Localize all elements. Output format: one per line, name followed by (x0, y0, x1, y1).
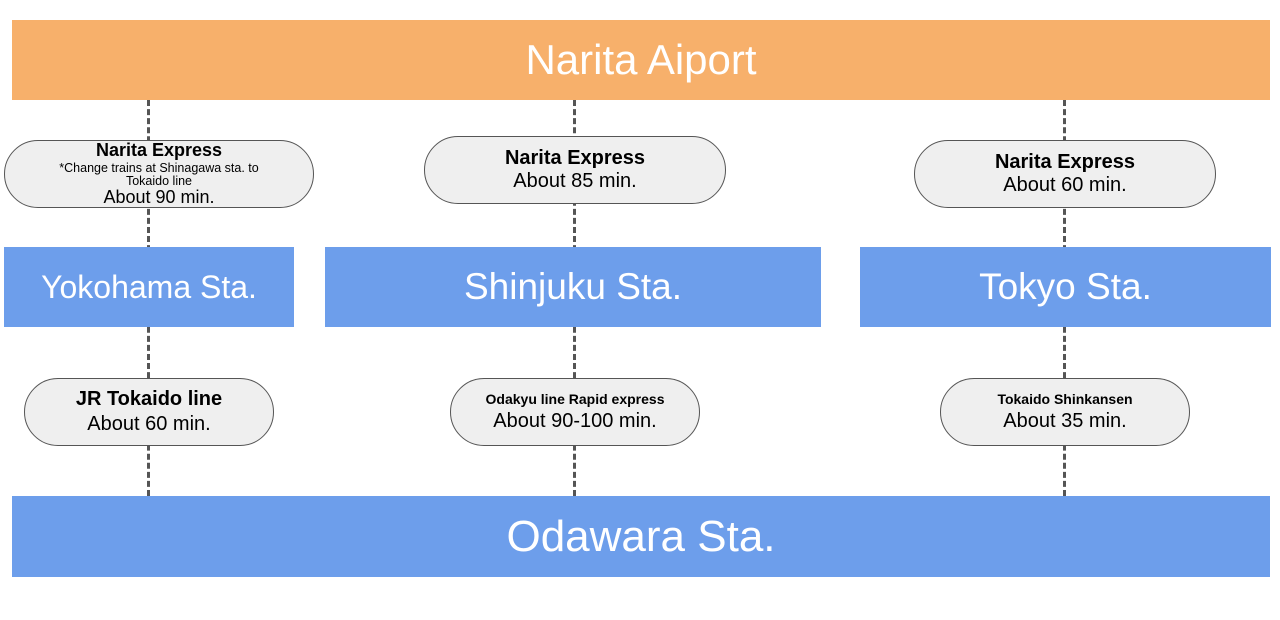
station-tokyo: Tokyo Sta. (860, 247, 1271, 327)
route-name: Narita Express (95, 139, 223, 160)
route-name: Narita Express (504, 147, 646, 169)
station-yokohama-label: Yokohama Sta. (41, 268, 257, 305)
route-time: About 90 min. (103, 187, 215, 208)
route-time: About 85 min. (513, 170, 637, 192)
route-note: *Change trains at Shinagawa sta. to Toka… (59, 160, 259, 188)
route-airport-shinjuku: Narita Express About 85 min. (424, 136, 726, 204)
station-tokyo-label: Tokyo Sta. (979, 266, 1152, 307)
airport-label: Narita Aiport (525, 36, 757, 83)
route-time: About 35 min. (1003, 409, 1127, 432)
destination-label: Odawara Sta. (506, 511, 776, 561)
destination-bar: Odawara Sta. (12, 496, 1270, 577)
route-tokyo-odawara: Tokaido Shinkansen About 35 min. (940, 378, 1190, 446)
route-name: Narita Express (994, 151, 1136, 173)
route-time: About 90-100 min. (493, 409, 657, 432)
station-yokohama: Yokohama Sta. (4, 247, 294, 327)
route-yokohama-odawara: JR Tokaido line About 60 min. (24, 378, 274, 446)
route-shinjuku-odawara: Odakyu line Rapid express About 90-100 m… (450, 378, 700, 446)
route-name: Tokaido Shinkansen (997, 391, 1133, 408)
airport-bar: Narita Aiport (12, 20, 1270, 100)
route-airport-tokyo: Narita Express About 60 min. (914, 140, 1216, 208)
route-name: JR Tokaido line (75, 388, 223, 410)
route-airport-yokohama: Narita Express *Change trains at Shinaga… (4, 140, 314, 208)
route-name: Odakyu line Rapid express (485, 391, 665, 408)
station-shinjuku: Shinjuku Sta. (325, 247, 821, 327)
route-time: About 60 min. (87, 413, 211, 435)
station-shinjuku-label: Shinjuku Sta. (463, 266, 683, 307)
route-time: About 60 min. (1003, 174, 1127, 196)
